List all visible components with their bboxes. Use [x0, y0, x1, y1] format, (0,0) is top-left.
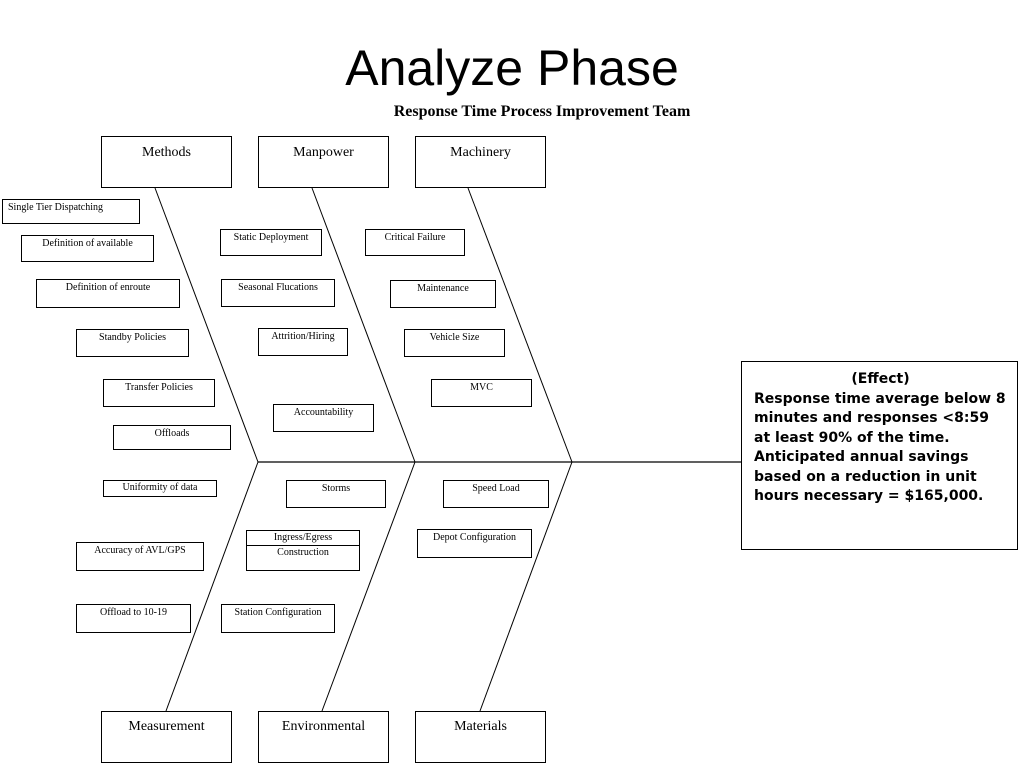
cause-box: Seasonal Flucations: [221, 279, 335, 307]
bone-environmental: [321, 461, 416, 712]
bone-machinery: [467, 187, 573, 463]
bone-materials: [479, 461, 573, 712]
category-methods: Methods: [101, 136, 232, 188]
bone-manpower: [311, 187, 416, 463]
cause-box: Storms: [286, 480, 386, 508]
cause-box: Critical Failure: [365, 229, 465, 256]
slide-title: Analyze Phase: [345, 40, 679, 96]
cause-box: Definition of enroute: [36, 279, 180, 308]
cause-box: Station Configuration: [221, 604, 335, 633]
cause-box: Maintenance: [390, 280, 496, 308]
category-measurement: Measurement: [101, 711, 232, 763]
cause-box: Transfer Policies: [103, 379, 215, 407]
cause-box: Depot Configuration: [417, 529, 532, 558]
cause-box: Construction: [246, 545, 360, 571]
cause-box: Attrition/Hiring: [258, 328, 348, 356]
cause-box: Speed Load: [443, 480, 549, 508]
cause-box: Single Tier Dispatching: [2, 199, 140, 224]
category-manpower: Manpower: [258, 136, 389, 188]
cause-box: Offloads: [113, 425, 231, 450]
category-materials: Materials: [415, 711, 546, 763]
cause-box: Accuracy of AVL/GPS: [76, 542, 204, 571]
cause-box: Offload to 10-19: [76, 604, 191, 633]
cause-box: Vehicle Size: [404, 329, 505, 357]
bone-methods: [154, 187, 259, 463]
cause-box: Definition of available: [21, 235, 154, 262]
category-environmental: Environmental: [258, 711, 389, 763]
effect-text: Response time average below 8 minutes an…: [754, 390, 1006, 505]
effect-box: (Effect) Response time average below 8 m…: [741, 361, 1018, 550]
cause-box: Uniformity of data: [103, 480, 217, 497]
bone-measurement: [165, 461, 259, 712]
diagram-subtitle: Response Time Process Improvement Team: [393, 103, 691, 120]
cause-box: MVC: [431, 379, 532, 407]
cause-box: Standby Policies: [76, 329, 189, 357]
cause-box: Static Deployment: [220, 229, 322, 256]
cause-box: Accountability: [273, 404, 374, 432]
category-machinery: Machinery: [415, 136, 546, 188]
effect-heading: (Effect): [851, 371, 910, 387]
